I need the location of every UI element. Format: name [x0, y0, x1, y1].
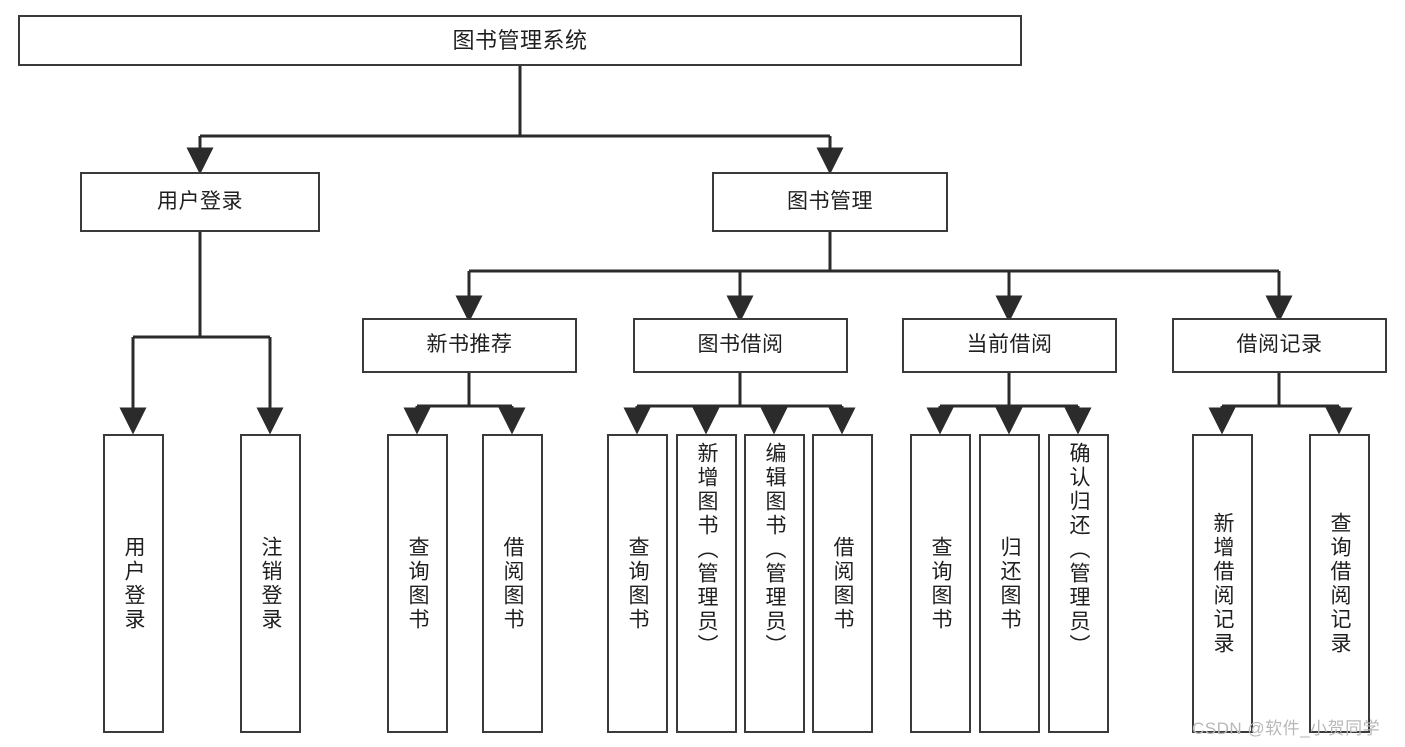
node-new-book-recommend[interactable]: 新书推荐 — [362, 318, 577, 373]
node-leaf-add-record-label: 新增借阅记录 — [1211, 511, 1234, 656]
node-leaf-edit-book-label: 编辑图书（管理员） — [763, 442, 786, 658]
node-leaf-borrow-book-2[interactable]: 借阅图书 — [812, 434, 873, 733]
node-leaf-return-book-label: 归还图书 — [998, 535, 1021, 632]
node-leaf-return-book[interactable]: 归还图书 — [979, 434, 1040, 733]
node-leaf-add-book-label: 新增图书（管理员） — [695, 442, 718, 658]
node-book-borrow-label: 图书借阅 — [697, 333, 784, 357]
node-leaf-add-book[interactable]: 新增图书（管理员） — [676, 434, 737, 733]
node-leaf-confirm-return[interactable]: 确认归还（管理员） — [1048, 434, 1109, 733]
node-root-system-label: 图书管理系统 — [452, 27, 588, 53]
node-leaf-user-login[interactable]: 用户登录 — [103, 434, 164, 733]
node-leaf-borrow-book-2-label: 借阅图书 — [831, 535, 854, 632]
node-leaf-query-book-1-label: 查询图书 — [406, 535, 429, 632]
node-leaf-query-book-3-label: 查询图书 — [929, 535, 952, 632]
node-leaf-logout-label: 注销登录 — [259, 535, 282, 632]
node-leaf-query-book-2[interactable]: 查询图书 — [607, 434, 668, 733]
node-current-borrow[interactable]: 当前借阅 — [902, 318, 1117, 373]
node-borrow-record-label: 借阅记录 — [1236, 333, 1323, 357]
node-leaf-query-record[interactable]: 查询借阅记录 — [1309, 434, 1370, 733]
node-leaf-query-book-3[interactable]: 查询图书 — [910, 434, 971, 733]
node-leaf-query-book-2-label: 查询图书 — [626, 535, 649, 632]
node-leaf-edit-book[interactable]: 编辑图书（管理员） — [744, 434, 805, 733]
node-book-borrow[interactable]: 图书借阅 — [633, 318, 848, 373]
node-leaf-add-record[interactable]: 新增借阅记录 — [1192, 434, 1253, 733]
node-leaf-query-book-1[interactable]: 查询图书 — [387, 434, 448, 733]
node-leaf-logout[interactable]: 注销登录 — [240, 434, 301, 733]
node-user-login[interactable]: 用户登录 — [80, 172, 320, 232]
node-leaf-user-login-label: 用户登录 — [122, 535, 145, 632]
node-book-manage-label: 图书管理 — [787, 189, 873, 213]
node-leaf-query-record-label: 查询借阅记录 — [1328, 511, 1351, 656]
node-borrow-record[interactable]: 借阅记录 — [1172, 318, 1387, 373]
node-current-borrow-label: 当前借阅 — [966, 333, 1053, 357]
watermark: CSDN @软件_小贺同学 — [1192, 719, 1381, 738]
node-root-system[interactable]: 图书管理系统 — [18, 15, 1022, 66]
node-book-manage[interactable]: 图书管理 — [712, 172, 948, 232]
node-leaf-confirm-return-label: 确认归还（管理员） — [1067, 442, 1090, 658]
node-leaf-borrow-book-1[interactable]: 借阅图书 — [482, 434, 543, 733]
node-user-login-label: 用户登录 — [157, 189, 243, 213]
node-leaf-borrow-book-1-label: 借阅图书 — [501, 535, 524, 632]
node-new-book-recommend-label: 新书推荐 — [426, 333, 513, 357]
